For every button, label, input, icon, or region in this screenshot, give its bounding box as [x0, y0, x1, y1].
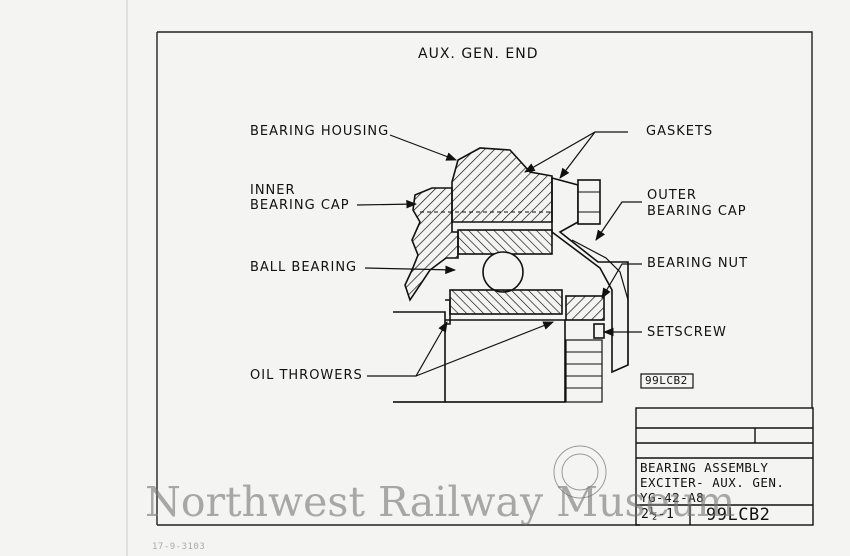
- ref-box-label: 99LCB2: [645, 374, 688, 387]
- shaft-shoulder: [445, 319, 566, 403]
- bearing-ball: [482, 251, 524, 293]
- shaft-thread: [565, 339, 603, 403]
- bearing-nut: [565, 295, 605, 321]
- setscrew-part: [593, 323, 605, 339]
- ref-box-frame: [640, 373, 694, 389]
- title-block-line1: BEARING ASSEMBLY: [640, 460, 769, 475]
- watermark: Northwest Railway Museum: [145, 478, 736, 526]
- corner-note: 17-9-3103: [152, 542, 206, 552]
- cap-bolt: [577, 179, 601, 225]
- bearing-housing: [451, 147, 553, 223]
- bearing-assembly-section: [393, 147, 629, 403]
- title-block-line2: EXCITER- AUX. GEN.: [640, 475, 785, 490]
- title-block-scale: 2½-1: [641, 507, 675, 522]
- label-bearing-nut: BEARING NUT: [647, 256, 749, 271]
- label-ball-bearing: BALL BEARING: [250, 260, 358, 275]
- label-oil-throwers: OIL THROWERS: [250, 368, 363, 383]
- label-setscrew: SETSCREW: [647, 325, 727, 340]
- label-inner-2: BEARING CAP: [250, 198, 350, 213]
- title-block-number: 99LCB2: [706, 505, 771, 525]
- inner-bearing-cap: [404, 187, 459, 302]
- title-block-frame: [635, 407, 814, 526]
- label-outer-1: OUTER: [647, 188, 697, 203]
- label-bearing-housing: BEARING HOUSING: [250, 124, 390, 139]
- title-block-line3: YG-42-A8: [640, 490, 705, 505]
- sheet-border: [156, 31, 813, 526]
- leader-lines: [356, 131, 642, 377]
- approval-stamp: [553, 445, 607, 499]
- label-gaskets: GASKETS: [646, 124, 714, 139]
- drawing-title: AUX. GEN. END: [418, 46, 539, 62]
- label-inner-1: INNER: [250, 183, 296, 198]
- label-outer-2: BEARING CAP: [647, 204, 747, 219]
- shaft: [393, 311, 446, 403]
- bearing-inner-race: [449, 289, 563, 315]
- bearing-outer-race: [457, 229, 553, 255]
